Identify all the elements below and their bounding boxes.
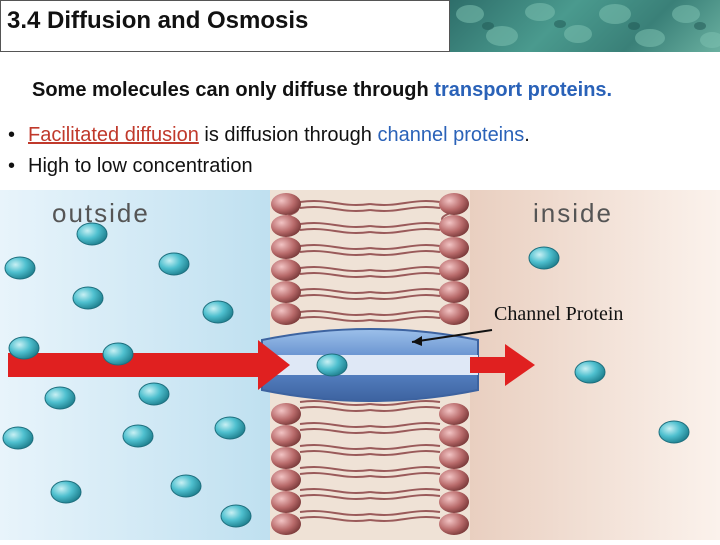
slide-title: 3.4 Diffusion and Osmosis (7, 7, 309, 34)
channel-protein (261, 328, 479, 402)
channel-protein-label: Channel Protein (494, 303, 623, 325)
header-decoration-image (450, 0, 720, 52)
subtitle-main: Some molecules can only diffuse through (32, 79, 435, 101)
label-outside: outside (52, 198, 150, 228)
term-facilitated-diffusion[interactable]: Facilitated diffusion (28, 124, 199, 146)
bullet-marker: • (8, 124, 16, 146)
bullet-2: • High to low concentration (8, 155, 253, 178)
molecules (2, 222, 690, 528)
callout-arrowhead (412, 336, 422, 346)
callout-line (411, 329, 493, 343)
subtitle-accent: transport proteins. (434, 79, 613, 101)
bullet-1: • Facilitated diffusion is diffusion thro… (8, 124, 530, 147)
term-channel-proteins: channel proteins (377, 124, 525, 146)
title-box: 3.4 Diffusion and Osmosis (0, 0, 450, 52)
membrane-svg: outside inside (0, 190, 720, 540)
bullet-marker: • (8, 155, 16, 177)
bullet-1-text: is diffusion through (198, 124, 378, 146)
lipid-bilayer (271, 193, 469, 535)
subtitle: Some molecules can only diffuse through … (32, 78, 672, 102)
label-inside: inside (533, 198, 613, 228)
diffusion-arrow (8, 340, 535, 390)
membrane-diagram: outside inside (0, 190, 720, 540)
bullet-1-end: . (524, 124, 530, 146)
bullet-2-text: High to low concentration (28, 155, 253, 177)
